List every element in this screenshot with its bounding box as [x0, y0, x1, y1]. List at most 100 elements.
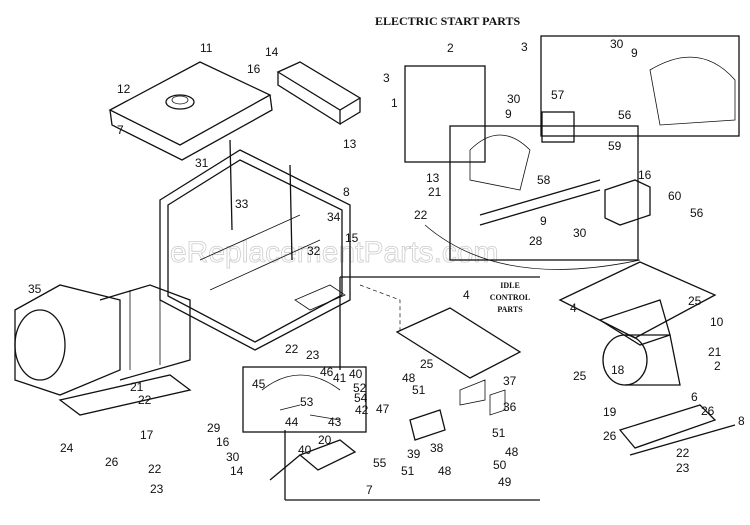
callout-idle-control: 41	[333, 371, 347, 385]
callout-alternator-mount: 6	[691, 390, 698, 404]
callout-main-assembly: 16	[247, 62, 261, 76]
callout-electric-start: 59	[608, 139, 622, 153]
callout-electric-start: 9	[505, 107, 512, 121]
callout-main-assembly: 11	[200, 41, 213, 55]
callout-electric-start: 56	[618, 108, 632, 122]
callout-idle-control: 52	[353, 381, 367, 395]
callout-electric-start: 9	[631, 46, 638, 60]
callout-electric-start: 30	[610, 37, 624, 51]
callout-electric-start: 58	[537, 173, 551, 187]
callout-main-assembly: 35	[28, 282, 42, 296]
callout-electric-start: 13	[426, 171, 440, 185]
callout-electric-start: 2	[447, 41, 454, 55]
callout-main-assembly: 22	[285, 342, 299, 356]
callout-alternator-mount: 10	[710, 315, 724, 329]
callout-alternator-mount: 26	[603, 429, 617, 443]
callout-main-assembly: 22	[138, 393, 152, 407]
callout-electric-start: 30	[573, 226, 587, 240]
electric-start-title: ELECTRIC START PARTS	[375, 14, 521, 28]
callout-alternator-mount: 4	[570, 301, 577, 315]
callout-electric-start: 16	[638, 168, 652, 182]
watermark: eReplacementParts.com	[170, 236, 498, 269]
callout-electric-start: 9	[540, 214, 547, 228]
callout-idle-control: 50	[493, 458, 507, 472]
callout-idle-control: 37	[503, 374, 517, 388]
callout-idle-control: 51	[492, 426, 506, 440]
callout-idle-control: 51	[401, 464, 415, 478]
callout-idle-control: 4	[463, 288, 470, 302]
fuel-tank	[108, 61, 273, 161]
callout-idle-control: 48	[505, 445, 519, 459]
callout-electric-start: 60	[668, 189, 682, 203]
callout-main-assembly: 23	[306, 348, 320, 362]
callout-idle-control: 7	[366, 483, 373, 497]
callout-idle-control: 51	[412, 383, 426, 397]
callout-main-assembly: 34	[327, 210, 341, 224]
callout-electric-start: 28	[529, 234, 543, 248]
generator-engine	[14, 284, 192, 416]
callout-electric-start: 3	[521, 40, 528, 54]
idle-control-title-2: CONTROL	[490, 293, 530, 302]
callout-main-assembly: 23	[150, 482, 164, 496]
callout-main-assembly: 17	[140, 428, 154, 442]
alternator-mount	[558, 261, 736, 456]
callout-alternator-mount: 22	[676, 446, 690, 460]
callout-main-assembly: 8	[343, 185, 350, 199]
callout-idle-control: 47	[376, 402, 390, 416]
idle-control-title-1: IDLE	[500, 281, 520, 290]
control-box	[276, 61, 362, 126]
callout-main-assembly: 15	[345, 231, 359, 245]
callout-main-assembly: 31	[195, 156, 209, 170]
callout-idle-control: 38	[430, 441, 444, 455]
callout-alternator-mount: 19	[603, 405, 617, 419]
callout-idle-control: 44	[285, 415, 299, 429]
callout-idle-control: 49	[498, 475, 512, 489]
callout-main-assembly: 14	[230, 464, 244, 478]
callout-main-assembly: 30	[226, 450, 240, 464]
callout-electric-start: 22	[414, 208, 428, 222]
callout-idle-control: 20	[318, 433, 332, 447]
callout-idle-control: 39	[407, 447, 421, 461]
callout-electric-start: 1	[391, 96, 398, 110]
callout-alternator-mount: 21	[708, 345, 722, 359]
callout-idle-control: 53	[300, 395, 314, 409]
callout-main-assembly: 26	[105, 455, 119, 469]
callout-main-assembly: 13	[343, 137, 357, 151]
callout-electric-start: 21	[428, 185, 442, 199]
callout-electric-start: 57	[551, 88, 565, 102]
callout-idle-control: 46	[320, 365, 334, 379]
callout-alternator-mount: 25	[688, 294, 702, 308]
callout-main-assembly: 29	[207, 421, 221, 435]
callout-electric-start: 30	[507, 92, 521, 106]
callout-idle-control: 40	[349, 367, 363, 381]
callout-idle-control: 48	[438, 464, 452, 478]
callout-electric-start: 3	[383, 71, 390, 85]
callout-alternator-mount: 25	[573, 369, 587, 383]
callout-idle-control: 42	[355, 403, 369, 417]
callout-idle-control: 55	[373, 456, 387, 470]
callout-idle-control: 54	[354, 391, 368, 405]
callout-main-assembly: 32	[307, 244, 321, 258]
callout-main-assembly: 16	[216, 435, 230, 449]
callout-main-assembly: 12	[117, 82, 131, 96]
callout-electric-start: 56	[690, 206, 704, 220]
callout-main-assembly: 33	[235, 197, 249, 211]
callout-idle-control: 40	[298, 443, 312, 457]
callout-main-assembly: 24	[60, 441, 74, 455]
callout-alternator-mount: 26	[701, 404, 715, 418]
callout-idle-control: 43	[328, 415, 342, 429]
callout-idle-control: 25	[420, 357, 434, 371]
callout-main-assembly: 7	[117, 123, 124, 137]
callout-alternator-mount: 8	[738, 414, 745, 428]
callout-main-assembly: 21	[130, 380, 144, 394]
callout-main-assembly: 22	[148, 462, 162, 476]
callout-idle-control: 48	[402, 371, 416, 385]
callout-main-assembly: 14	[265, 45, 279, 59]
idle-control-title-3: PARTS	[497, 305, 523, 314]
electric-start-insets	[404, 35, 740, 270]
idle-control-frame	[242, 276, 540, 501]
callout-alternator-mount: 23	[676, 461, 690, 475]
